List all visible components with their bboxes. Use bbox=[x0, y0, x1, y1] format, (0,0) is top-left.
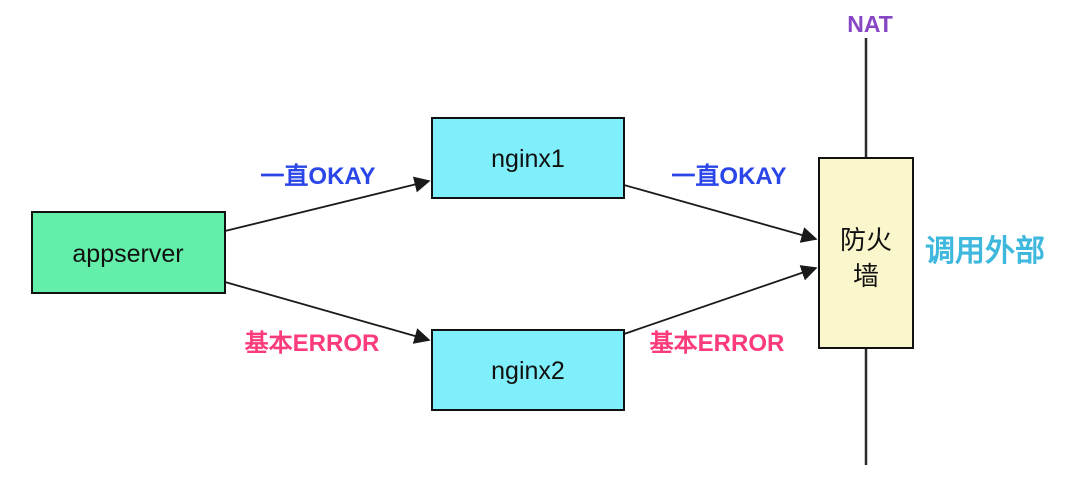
edge-nginx2-firewall bbox=[623, 265, 818, 335]
appserver-node bbox=[31, 211, 226, 294]
edge-appserver-nginx1 bbox=[224, 176, 431, 232]
firewall-label-line1: 防火 bbox=[840, 225, 892, 255]
nginx2-label: nginx2 bbox=[491, 357, 565, 385]
nginx2-node bbox=[431, 329, 625, 411]
external-call-label: 调用外部 bbox=[925, 234, 1045, 268]
nat-label: NAT bbox=[847, 11, 893, 37]
firewall-node bbox=[818, 157, 914, 349]
edge-label-appserver-nginx2: 基本ERROR bbox=[245, 330, 380, 357]
edge-label-nginx1-firewall: 一直OKAY bbox=[671, 163, 786, 190]
nginx1-label: nginx1 bbox=[491, 145, 565, 173]
appserver-label: appserver bbox=[72, 240, 183, 268]
firewall-label-line2: 墙 bbox=[853, 261, 879, 291]
nginx1-node bbox=[431, 117, 625, 199]
edge-label-nginx2-firewall: 基本ERROR bbox=[650, 330, 785, 357]
edge-label-appserver-nginx1: 一直OKAY bbox=[260, 163, 375, 190]
edge-appserver-nginx2 bbox=[224, 281, 431, 344]
edge-nginx1-firewall bbox=[623, 184, 818, 243]
